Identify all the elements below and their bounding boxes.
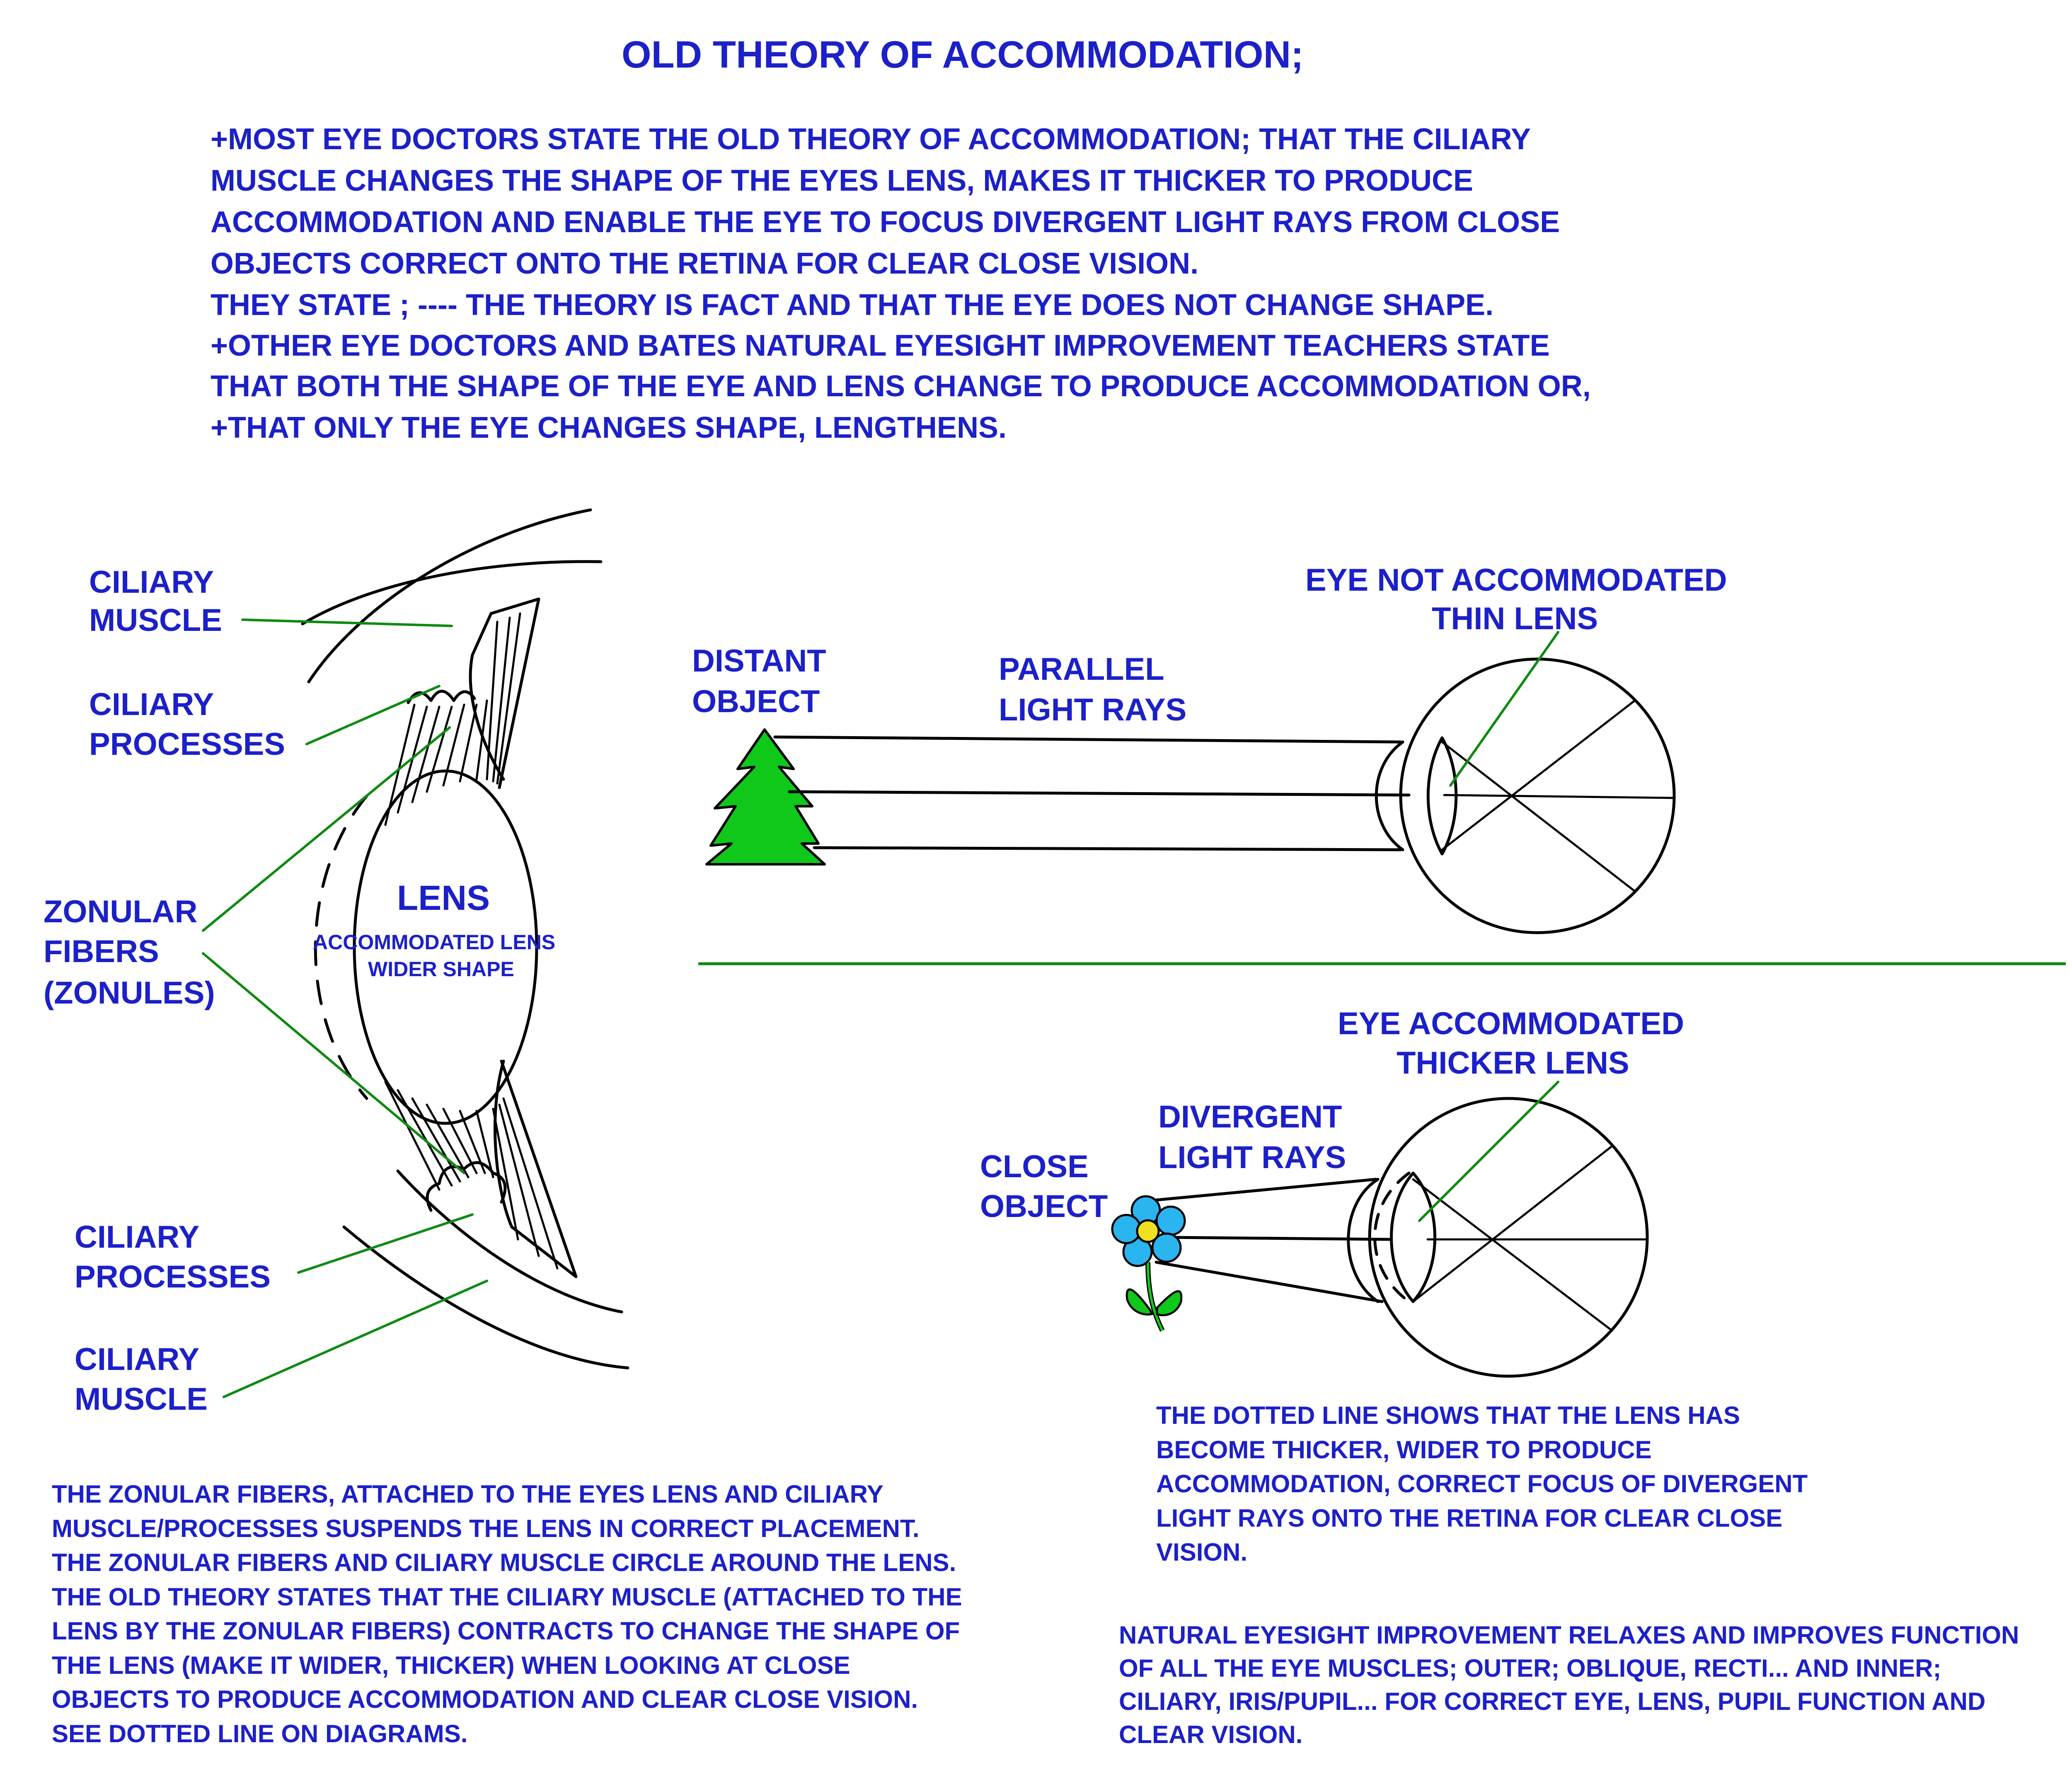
note-line: OF ALL THE EYE MUSCLES; OUTER; OBLIQUE, … [1119,1654,1941,1682]
label-wider-shape: WIDER SHAPE [368,958,514,981]
divergent-ray-middle [1163,1236,1392,1241]
parallel-ray-middle [788,790,1411,797]
ciliary-processes-bottom-shape [426,1161,507,1212]
label-zonular-fibers: ZONULAR FIBERS (ZONULES) [44,894,215,1011]
ciliary-muscle-top-edge [489,597,540,789]
zonular-fibers-top [384,612,521,826]
note-line: THE LENS (MAKE IT WIDER, THICKER) WHEN L… [52,1651,850,1679]
natural-eyesight-note: NATURAL EYESIGHT IMPROVEMENT RELAXES AND… [1119,1621,2019,1748]
eyeball-accommodated [1368,1097,1649,1378]
label-lens: LENS [397,878,490,917]
leader-ciliary-muscle-bottom [223,1280,488,1398]
parallel-ray-top [773,735,1402,744]
parallel-ray-bottom [813,846,1402,851]
eye-wall-top-inner [301,560,603,626]
intro-line: +OTHER EYE DOCTORS AND BATES NATURAL EYE… [211,329,1550,362]
intro-line: +MOST EYE DOCTORS STATE THE OLD THEORY O… [211,123,1531,156]
focus-ray-1 [1441,741,1636,892]
label-thicker-lens: THICKER LENS [1397,1045,1629,1081]
label-ciliary-muscle-bottom: CILIARY MUSCLE [75,1342,208,1417]
label-ciliary-muscle-top: CILIARY MUSCLE [89,565,222,638]
leader-ciliary-muscle-top [241,618,453,627]
label-thin-lens: THIN LENS [1432,601,1598,636]
label-ciliary-processes-bottom: CILIARY PROCESSES [75,1219,271,1295]
note-line: LENS BY THE ZONULAR FIBERS) CONTRACTS TO… [52,1617,960,1645]
accommodated-focus-ray-2 [1412,1145,1613,1303]
note-line: THE DOTTED LINE SHOWS THAT THE LENS HAS [1156,1401,1740,1429]
focus-ray-3 [1443,794,1675,799]
note-line: ACCOMMODATION, CORRECT FOCUS OF DIVERGEN… [1156,1470,1808,1498]
eyeball-not-accommodated [1399,657,1676,934]
label-distant-object: DISTANT OBJECT [692,643,835,719]
dotted-line-note: THE DOTTED LINE SHOWS THAT THE LENS HAS … [1156,1401,1808,1566]
note-line: BECOME THICKER, WIDER TO PRODUCE [1156,1436,1652,1464]
eye-not-accommodated-diagram: DISTANT OBJECT PARALLEL LIGHT RAYS EYE N… [692,562,1727,934]
label-ciliary-processes-top: CILIARY PROCESSES [89,687,285,762]
intro-line: THAT BOTH THE SHAPE OF THE EYE AND LENS … [211,370,1591,403]
lens-shape [353,769,538,1125]
eye-accommodated-diagram: EYE ACCOMMODATED THICKER LENS DIVERGENT … [980,1006,1684,1378]
divergent-ray-bottom [1155,1261,1384,1303]
note-line: CLEAR VISION. [1119,1721,1302,1748]
note-line: LIGHT RAYS ONTO THE RETINA FOR CLEAR CLO… [1156,1504,1782,1532]
label-eye-accommodated: EYE ACCOMMODATED [1338,1006,1684,1041]
label-close-object: CLOSE OBJECT [980,1149,1108,1224]
leader-thicker-lens [1418,1081,1559,1222]
label-divergent-light-rays: DIVERGENT LIGHT RAYS [1158,1099,1351,1175]
cornea-not-accommodated [1375,740,1404,851]
tree-icon [705,728,826,866]
note-line: VISION. [1156,1538,1247,1566]
note-line: SEE DOTTED LINE ON DIAGRAMS. [52,1720,467,1748]
flower-icon [1111,1195,1186,1332]
zonular-fibers-bottom [384,1081,559,1270]
note-line: THE ZONULAR FIBERS, ATTACHED TO THE EYES… [52,1480,884,1508]
leader-zonular-fibers-top [202,726,451,932]
ciliary-muscle-bottom-edge [500,1059,578,1278]
note-line: OBJECTS TO PRODUCE ACCOMMODATION AND CLE… [52,1685,918,1713]
intro-line: MUSCLE CHANGES THE SHAPE OF THE EYES LEN… [211,164,1473,197]
ciliary-processes-top-shape [407,690,476,704]
cornea-accommodated [1347,1178,1380,1303]
accommodated-focus-ray-1 [1412,1178,1613,1332]
eye-wall-bottom-outer [342,1225,629,1370]
intro-paragraph: +MOST EYE DOCTORS STATE THE OLD THEORY O… [211,123,1591,444]
intro-line: +THAT ONLY THE EYE CHANGES SHAPE, LENGTH… [211,411,1007,444]
leader-ciliary-processes-bottom [297,1213,474,1274]
lens-cross-section: CILIARY MUSCLE CILIARY PROCESSES ZONULAR… [44,508,629,1417]
note-line: THE OLD THEORY STATES THAT THE CILIARY M… [52,1583,962,1611]
note-line: MUSCLE/PROCESSES SUSPENDS THE LENS IN CO… [52,1515,920,1542]
leader-thin-lens [1449,631,1559,787]
thin-lens [1426,736,1458,856]
leader-ciliary-processes-top [305,685,441,745]
thick-lens-dotted-outline [1373,1171,1411,1303]
note-line: NATURAL EYESIGHT IMPROVEMENT RELAXES AND… [1119,1621,2019,1649]
label-eye-not-accommodated: EYE NOT ACCOMMODATED [1305,562,1727,598]
page-title: OLD THEORY OF ACCOMMODATION; [622,34,1304,76]
thick-lens [1390,1171,1436,1303]
intro-line: ACCOMMODATION AND ENABLE THE EYE TO FOCU… [211,206,1560,239]
eye-wall-top-outer [307,508,592,684]
label-accommodated-lens: ACCOMMODATED LENS [313,931,555,954]
leader-zonular-fibers-bottom [202,952,465,1174]
ciliary-muscle-top [469,612,505,781]
intro-line: OBJECTS CORRECT ONTO THE RETINA FOR CLEA… [211,247,1198,280]
focus-ray-2 [1441,699,1636,851]
intro-line: THEY STATE ; ---- THE THEORY IS FACT AND… [211,289,1493,322]
ciliary-muscle-bottom [494,1059,513,1229]
divergent-ray-top [1155,1178,1377,1202]
note-line: THE ZONULAR FIBERS AND CILIARY MUSCLE CI… [52,1549,956,1576]
label-parallel-light-rays: PARALLEL LIGHT RAYS [999,652,1186,727]
note-line: CILIARY, IRIS/PUPIL... FOR CORRECT EYE, … [1119,1687,1985,1715]
zonular-fibers-note: THE ZONULAR FIBERS, ATTACHED TO THE EYES… [52,1480,962,1748]
lens-dotted-outline [314,794,368,1100]
